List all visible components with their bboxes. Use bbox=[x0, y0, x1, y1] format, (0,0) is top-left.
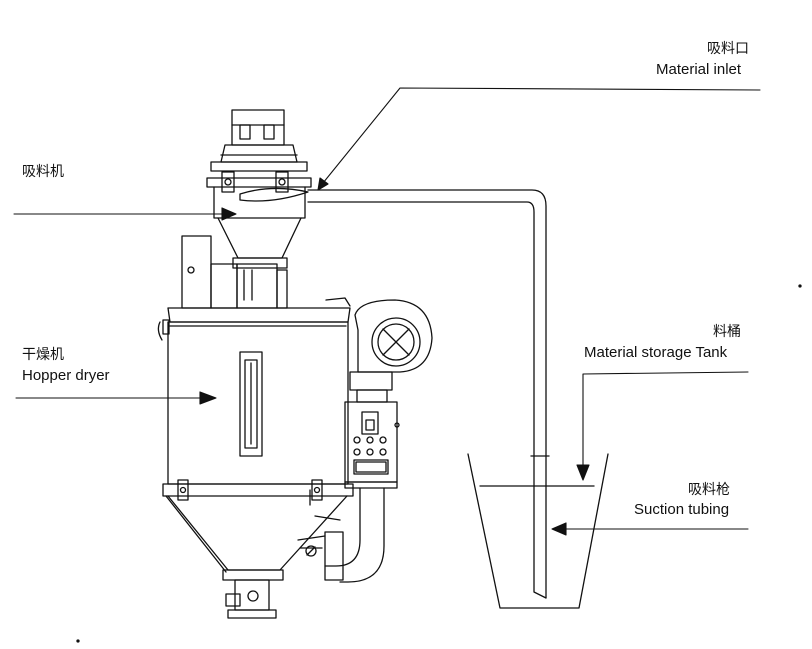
hopper-dryer-label-cn: 干燥机 bbox=[22, 347, 64, 363]
dryer-clamp-ring bbox=[163, 484, 353, 496]
suction-machine-label-cn: 吸料机 bbox=[22, 164, 64, 180]
material-inlet-label-cn: 吸料口 bbox=[707, 41, 749, 57]
hopper-dryer-label-en: Hopper dryer bbox=[22, 367, 110, 384]
side-bracket bbox=[182, 236, 211, 308]
leader-storage-tank bbox=[583, 372, 748, 466]
loader-bottom-flange bbox=[233, 258, 287, 268]
storage-tank-label-en: Material storage Tank bbox=[584, 344, 728, 361]
discharge-valve bbox=[182, 236, 350, 308]
dryer-lid bbox=[168, 308, 350, 322]
dryer-outlet-flange bbox=[223, 570, 283, 580]
blower-fan bbox=[372, 318, 420, 366]
sight-glass-frame bbox=[240, 352, 262, 456]
tube-outer-line bbox=[308, 190, 546, 598]
leader-material-inlet bbox=[323, 88, 760, 183]
tank-walls bbox=[468, 454, 608, 608]
control-panel bbox=[345, 402, 397, 482]
vacuum-loader bbox=[207, 110, 311, 268]
sight-glass bbox=[245, 360, 257, 448]
drain-plug bbox=[306, 546, 316, 556]
suction-tubing-label-cn: 吸料枪 bbox=[688, 482, 730, 498]
blower-and-controls bbox=[298, 300, 432, 582]
material-inlet-label-en: Material inlet bbox=[656, 61, 742, 78]
tube-inner-line bbox=[308, 202, 534, 456]
loader-chamber bbox=[214, 187, 305, 218]
hot-air-duct-outer bbox=[325, 488, 360, 566]
material-storage-tank bbox=[468, 454, 608, 608]
duct-flange-lower bbox=[325, 532, 343, 580]
storage-tank-label-cn: 料桶 bbox=[713, 324, 741, 340]
dryer-barrel bbox=[168, 322, 348, 484]
loader-top-flange bbox=[211, 162, 307, 171]
loader-motor-body bbox=[221, 145, 297, 162]
blower-housing bbox=[355, 300, 432, 372]
loader-clamp-ring bbox=[207, 178, 311, 187]
loader-cone bbox=[218, 218, 301, 258]
duct-flange-upper bbox=[350, 372, 392, 390]
suction-inlet-port bbox=[240, 188, 308, 201]
hopper-dryer bbox=[158, 308, 353, 618]
leader-lines bbox=[14, 88, 760, 535]
conveying-tube bbox=[308, 190, 549, 598]
suction-tubing-label-en: Suction tubing bbox=[634, 501, 730, 518]
